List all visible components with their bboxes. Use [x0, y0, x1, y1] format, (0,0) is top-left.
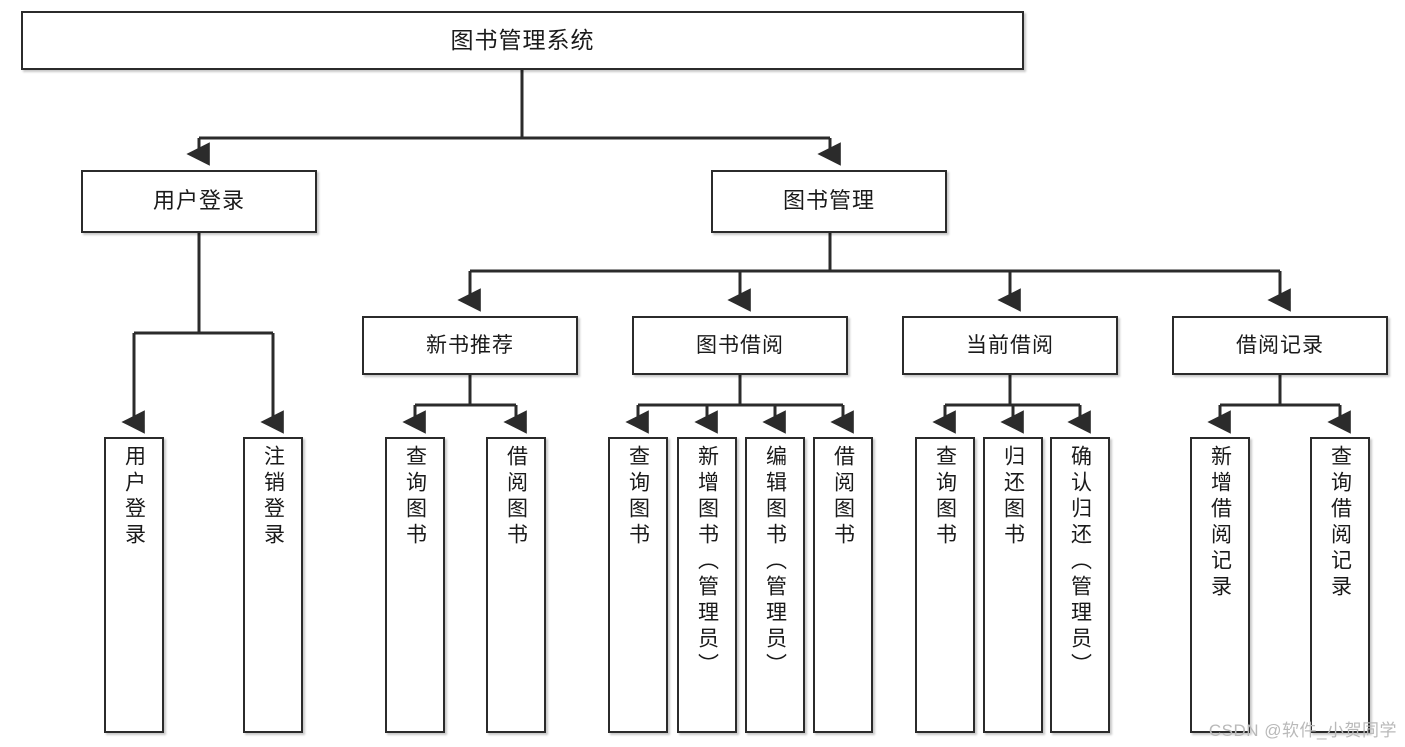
node-leaf-query-book-2-label: 查询图书: [626, 445, 650, 549]
node-leaf-add-book-label: 新增图书（管理员）: [695, 445, 719, 679]
node-current-borrow[interactable]: 当前借阅: [902, 316, 1118, 375]
node-new-book-recommend-label: 新书推荐: [426, 333, 514, 357]
node-leaf-borrow-book-1-label: 借阅图书: [504, 445, 528, 549]
node-borrow-record-label: 借阅记录: [1236, 333, 1324, 357]
node-leaf-query-book-2[interactable]: 查询图书: [608, 437, 668, 733]
node-book-manage-label: 图书管理: [782, 188, 875, 214]
node-user-login-label: 用户登录: [152, 188, 245, 214]
node-borrow-record[interactable]: 借阅记录: [1172, 316, 1388, 375]
node-leaf-query-record[interactable]: 查询借阅记录: [1310, 437, 1370, 733]
node-leaf-edit-book[interactable]: 编辑图书（管理员）: [745, 437, 805, 733]
node-leaf-borrow-book-1[interactable]: 借阅图书: [486, 437, 546, 733]
node-root[interactable]: 图书管理系统: [21, 11, 1024, 70]
node-leaf-user-login-label: 用户登录: [122, 445, 146, 549]
node-leaf-return-book[interactable]: 归还图书: [983, 437, 1043, 733]
node-leaf-query-book-3[interactable]: 查询图书: [915, 437, 975, 733]
node-leaf-add-record[interactable]: 新增借阅记录: [1190, 437, 1250, 733]
node-leaf-logout-login-label: 注销登录: [261, 445, 285, 549]
node-leaf-query-book-3-label: 查询图书: [933, 445, 957, 549]
node-book-borrow-label: 图书借阅: [696, 333, 784, 357]
node-leaf-user-login[interactable]: 用户登录: [104, 437, 164, 733]
node-root-label: 图书管理系统: [450, 26, 595, 53]
node-leaf-confirm-return[interactable]: 确认归还（管理员）: [1050, 437, 1110, 733]
node-new-book-recommend[interactable]: 新书推荐: [362, 316, 578, 375]
node-leaf-query-record-label: 查询借阅记录: [1328, 445, 1352, 601]
node-leaf-logout-login[interactable]: 注销登录: [243, 437, 303, 733]
node-leaf-return-book-label: 归还图书: [1001, 445, 1025, 549]
node-leaf-borrow-book-2[interactable]: 借阅图书: [813, 437, 873, 733]
node-leaf-query-book-1-label: 查询图书: [403, 445, 427, 549]
node-book-manage[interactable]: 图书管理: [711, 170, 947, 233]
node-leaf-add-book[interactable]: 新增图书（管理员）: [677, 437, 737, 733]
node-leaf-query-book-1[interactable]: 查询图书: [385, 437, 445, 733]
node-user-login[interactable]: 用户登录: [81, 170, 317, 233]
node-leaf-add-record-label: 新增借阅记录: [1208, 445, 1232, 601]
node-book-borrow[interactable]: 图书借阅: [632, 316, 848, 375]
node-current-borrow-label: 当前借阅: [966, 333, 1054, 357]
node-leaf-borrow-book-2-label: 借阅图书: [831, 445, 855, 549]
node-leaf-confirm-return-label: 确认归还（管理员）: [1068, 445, 1092, 679]
node-leaf-edit-book-label: 编辑图书（管理员）: [763, 445, 787, 679]
